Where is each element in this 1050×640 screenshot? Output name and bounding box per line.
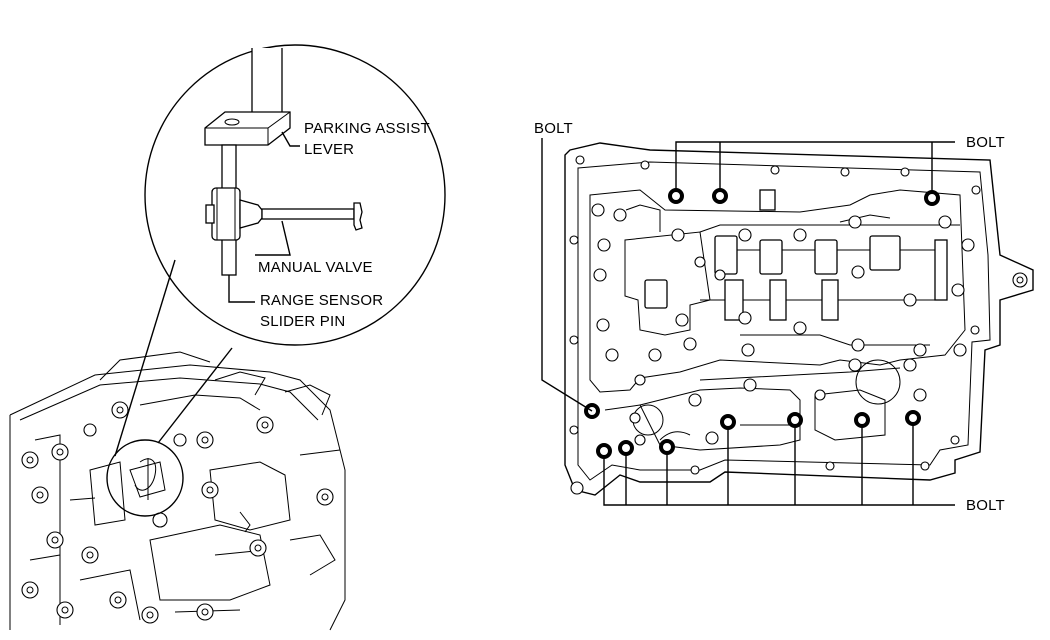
bolt-leader-lines (541, 138, 955, 506)
bolt-marker (596, 443, 612, 459)
highlighted-bolts (584, 188, 940, 459)
lever-leader (281, 131, 300, 147)
bolt-marker (854, 412, 870, 428)
bolt-label-bottom-right: BOLT (966, 497, 1005, 514)
body-bolt-heads (21, 401, 334, 624)
detail-focus-circle (106, 439, 184, 517)
range-sensor-label-line2: SLIDER PIN (260, 313, 345, 330)
bolt-marker (712, 188, 728, 204)
range-sensor-label-line1: RANGE SENSOR (260, 292, 383, 309)
manual-valve-leader (255, 220, 291, 256)
magnified-detail (144, 44, 446, 346)
bolt-label-top-right: BOLT (966, 134, 1005, 151)
solenoids (625, 189, 948, 321)
magnified-circle (144, 44, 446, 346)
bolt-label-top-left: BOLT (534, 120, 573, 137)
bolt-marker (618, 440, 634, 456)
bolt-marker (905, 410, 921, 426)
bolt-marker (924, 190, 940, 206)
bolt-marker (668, 188, 684, 204)
internal-bolts (591, 203, 975, 446)
bolt-marker (787, 412, 803, 428)
bolt-marker (720, 414, 736, 430)
valve-body-plan (541, 138, 1034, 506)
manual-valve-label: MANUAL VALVE (258, 259, 373, 276)
bolt-marker (659, 439, 675, 455)
zoom-callout-lines (106, 259, 233, 517)
transmission-body-illustration (9, 351, 346, 631)
perimeter-holes (569, 155, 981, 475)
range-sensor-leader (228, 275, 255, 303)
valve-body-outline (564, 142, 1034, 496)
parking-assist-label-line2: LEVER (304, 141, 354, 158)
parking-assist-label-line1: PARKING ASSIST (304, 120, 430, 137)
